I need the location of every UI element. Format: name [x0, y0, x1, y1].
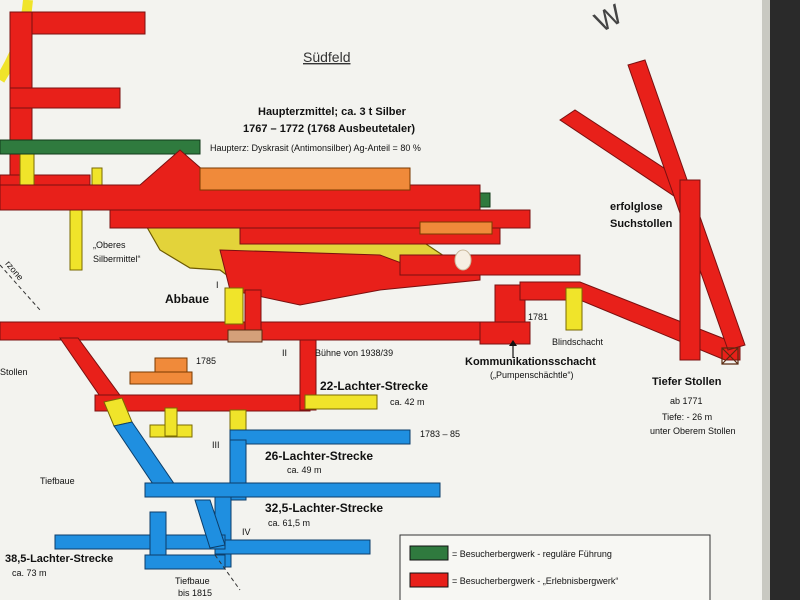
red-galleries-main: [0, 59, 746, 412]
label-strecke-26-depth: ca. 49 m: [287, 465, 322, 475]
label-oberes-1: „Oberes: [93, 240, 126, 250]
roman-2: II: [282, 348, 287, 358]
orange-galleries: [129, 167, 493, 385]
board-scratch: [454, 249, 472, 271]
label-unter-oberem: unter Oberem Stollen: [650, 426, 736, 436]
label-strecke-22-depth: ca. 42 m: [390, 397, 425, 407]
label-strecke-22: 22-Lachter-Strecke: [320, 379, 428, 393]
kommunikation-arrow-head: [509, 340, 517, 346]
corner-letter: W: [589, 0, 627, 38]
lower-boundary-line: [214, 554, 241, 591]
shaft-mouth-hatch: [227, 329, 263, 343]
zone-boundary-line: [0, 264, 41, 311]
legend-swatch-green: [409, 545, 449, 561]
ore-caption-line3: Haupterz: Dyskrasit (Antimonsilber) Ag-A…: [210, 143, 421, 153]
ore-caption-line1: Haupterzmittel; ca. 3 t Silber: [258, 106, 407, 118]
label-tiefer-stollen: Tiefer Stollen: [652, 376, 722, 388]
legend-text-red: = Besucherbergwerk - „Erlebnisbergwerk“: [452, 576, 618, 586]
roman-1: I: [216, 280, 219, 290]
shaft-mouth-marker: [721, 347, 739, 365]
label-strecke-325-depth: ca. 61,5 m: [268, 518, 310, 528]
label-year-1783: 1783 – 85: [420, 429, 460, 439]
label-blindschacht: Blindschacht: [552, 337, 604, 347]
label-strecke-325: 32,5-Lachter-Strecke: [265, 501, 383, 515]
blue-deep-galleries: [54, 421, 441, 570]
label-strecke-26: 26-Lachter-Strecke: [265, 449, 373, 463]
board-frame-edge: [762, 0, 770, 600]
legend: = Besucherbergwerk - reguläre Führung = …: [399, 534, 711, 600]
label-stollen-left: Stollen: [0, 367, 28, 377]
label-bis-1815: bis 1815: [178, 588, 212, 598]
label-tiefbaue: Tiefbaue: [40, 476, 75, 486]
legend-box: [399, 534, 711, 600]
legend-swatch-red: [409, 572, 449, 588]
label-ab-1771: ab 1771: [670, 396, 703, 406]
label-tiefbaue-2: Tiefbaue: [175, 576, 210, 586]
legend-text-green: = Besucherbergwerk - reguläre Führung: [452, 549, 612, 559]
ore-caption-line2: 1767 – 1772 (1768 Ausbeutetaler): [243, 123, 415, 135]
roman-4: IV: [242, 527, 251, 537]
label-strecke-385: 38,5-Lachter-Strecke: [5, 553, 113, 565]
label-strecke-385-depth: ca. 73 m: [12, 568, 47, 578]
label-zone: rzone: [3, 259, 25, 283]
label-buhne: Bühne von 1938/39: [315, 348, 393, 358]
label-tiefe: Tiefe: - 26 m: [662, 412, 712, 422]
label-pumpen: („Pumpenschächtle“): [490, 370, 574, 380]
label-suchstollen: Suchstollen: [610, 218, 673, 230]
label-year-1785: 1785: [196, 356, 216, 366]
board-frame-right: [770, 0, 800, 600]
label-erfolglose: erfolglose: [610, 201, 663, 213]
roman-3: III: [212, 440, 220, 450]
label-kommunikation: Kommunikationsschacht: [465, 356, 596, 368]
label-abbaue: Abbaue: [165, 292, 209, 306]
yellow-shafts-middle: [149, 287, 583, 441]
label-oberes-2: Silbermittel“: [93, 254, 141, 264]
label-year-1781: 1781: [528, 312, 548, 322]
map-title: Südfeld: [303, 49, 350, 65]
